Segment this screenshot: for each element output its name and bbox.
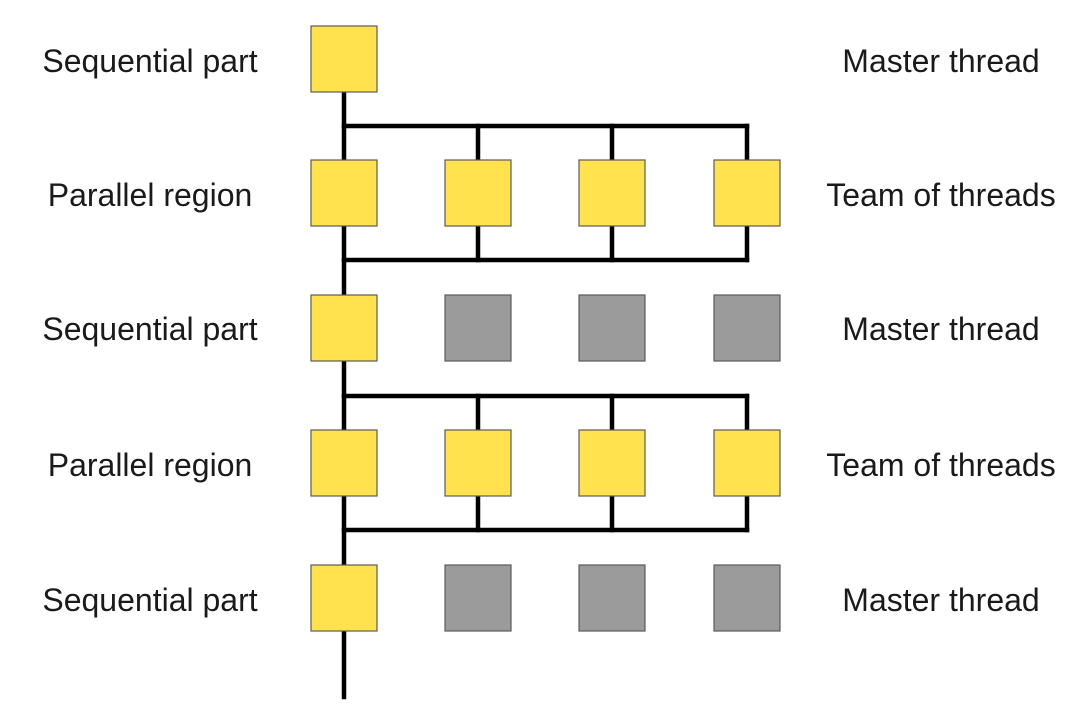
row-1-left-label: Parallel region <box>47 177 253 213</box>
row-3-team-thread-box-3 <box>713 429 781 497</box>
row-2-master-thread-box <box>310 294 378 362</box>
row-2-idle-thread-box-1 <box>444 294 512 362</box>
row-0-master-thread-box <box>310 25 378 93</box>
row-3-left-label: Parallel region <box>47 447 253 483</box>
row-4-idle-thread-box-1 <box>444 564 512 632</box>
row-1-team-thread-box-3 <box>713 159 781 227</box>
row-3-team-thread-box-2 <box>578 429 646 497</box>
row-2-idle-thread-box-2 <box>578 294 646 362</box>
row-3-team-thread-box-1 <box>444 429 512 497</box>
row-2-idle-thread-box-3 <box>713 294 781 362</box>
row-4-idle-thread-box-3 <box>713 564 781 632</box>
row-0-right-label: Master thread <box>842 43 1040 79</box>
row-4-right-label: Master thread <box>842 582 1040 618</box>
row-3-master-thread-box <box>310 429 378 497</box>
row-1-master-thread-box <box>310 159 378 227</box>
row-0-left-label: Sequential part <box>42 43 258 79</box>
row-4-master-thread-box <box>310 564 378 632</box>
row-2-left-label: Sequential part <box>42 311 258 347</box>
row-2-right-label: Master thread <box>842 311 1040 347</box>
row-4-idle-thread-box-2 <box>578 564 646 632</box>
row-1-team-thread-box-1 <box>444 159 512 227</box>
row-3-right-label: Team of threads <box>826 447 1056 483</box>
row-1-team-thread-box-2 <box>578 159 646 227</box>
row-4-left-label: Sequential part <box>42 582 258 618</box>
row-1-right-label: Team of threads <box>826 177 1056 213</box>
